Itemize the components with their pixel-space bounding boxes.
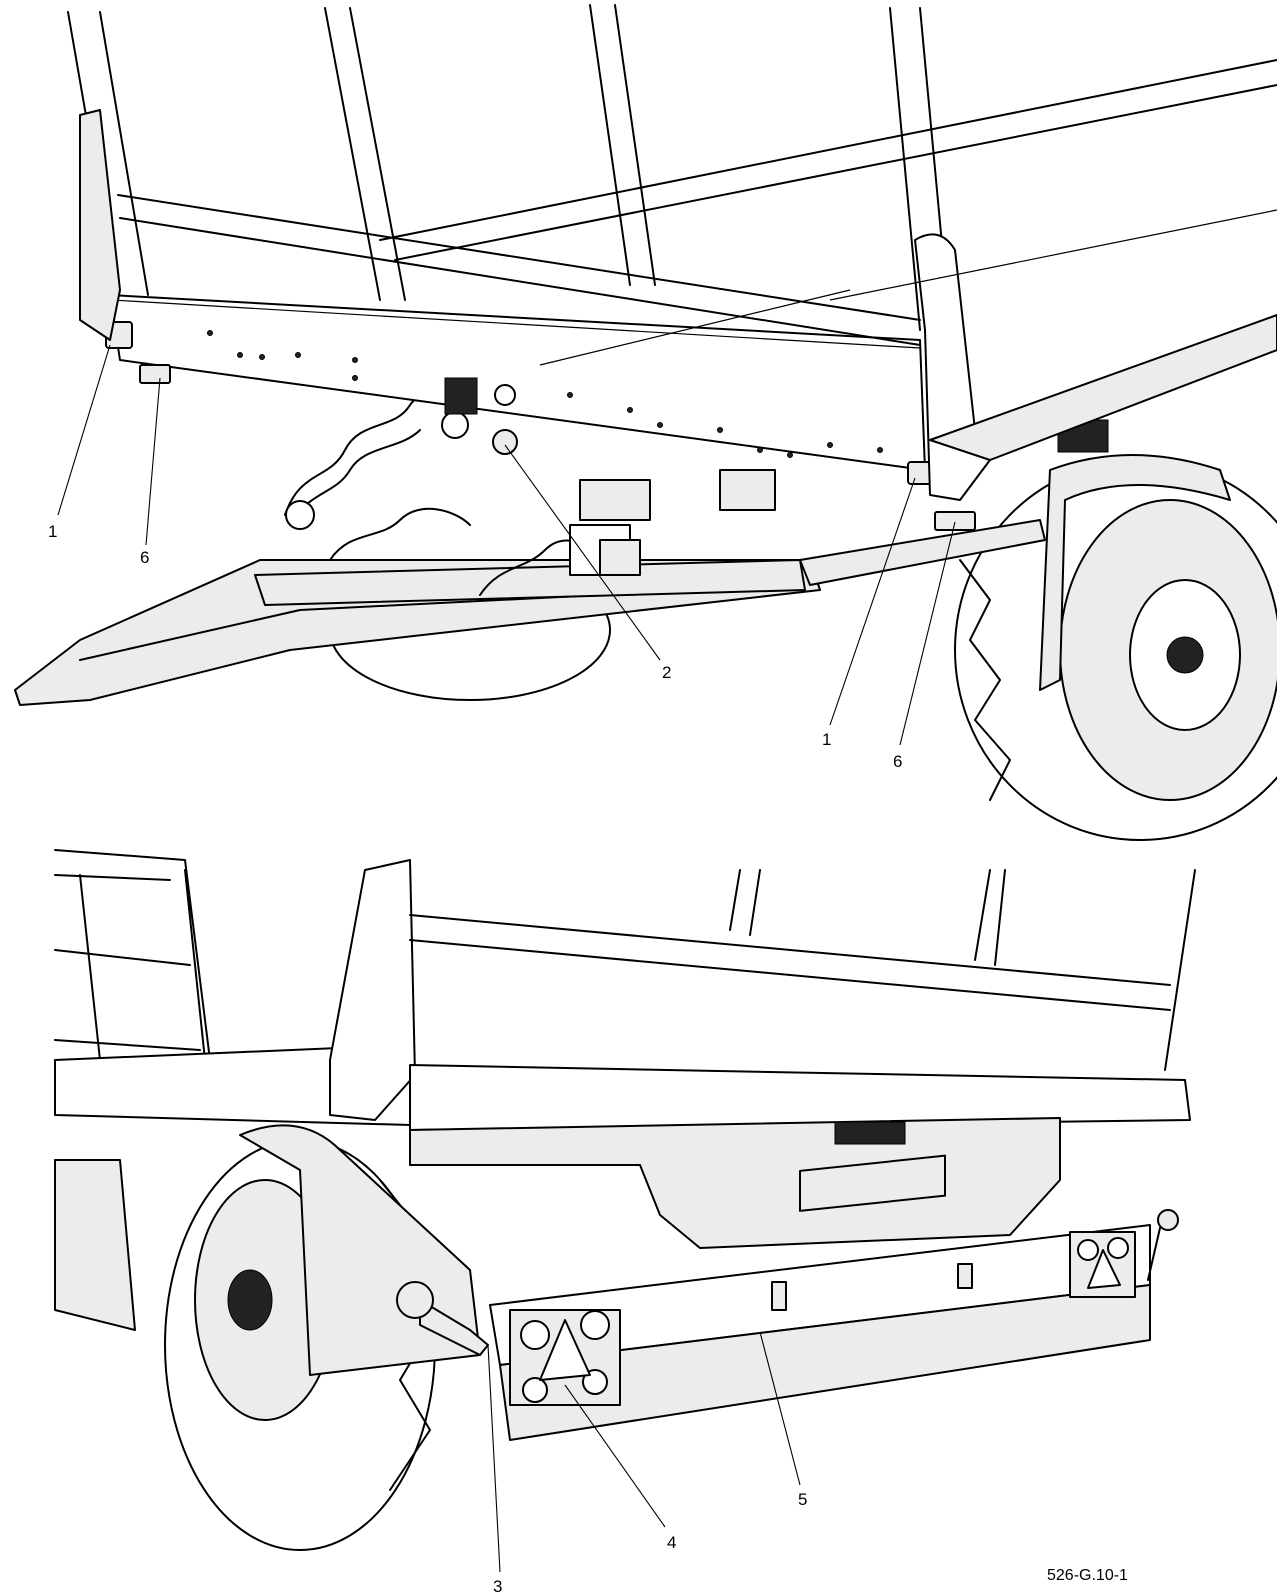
license-plate-area xyxy=(799,1154,946,1212)
callout-5-lighting-bar: 5 xyxy=(798,1490,807,1509)
side-reflector-right xyxy=(934,511,976,531)
frame-holes xyxy=(207,330,883,458)
callout-6-front-left: 6 xyxy=(140,548,149,567)
callout-1-front-left: 1 xyxy=(48,522,57,541)
rear-lamp-right xyxy=(1069,1231,1136,1298)
brake-valves xyxy=(569,469,776,576)
rear-crossmember xyxy=(409,1064,1191,1131)
callout-6-front-right: 6 xyxy=(893,752,902,771)
drawbar xyxy=(14,559,821,706)
callout-4-rear-lamp: 4 xyxy=(667,1533,676,1552)
electrical-socket xyxy=(492,429,518,455)
bottom-leaders xyxy=(487,1331,801,1573)
top-leaders xyxy=(57,344,956,746)
side-reflector-left xyxy=(139,364,171,384)
callout-2-socket: 2 xyxy=(662,663,671,682)
rear-outline-lamp xyxy=(396,1281,489,1356)
figure-reference: 526-G.10-1 xyxy=(1047,1567,1128,1584)
callout-3-rear: 3 xyxy=(493,1577,502,1595)
warning-sticker xyxy=(444,377,478,415)
rear-sticker xyxy=(834,1121,906,1145)
rear-ladder xyxy=(54,849,211,1061)
rear-lamp-left xyxy=(509,1309,621,1406)
rear-plate xyxy=(409,1117,1061,1249)
front-ladder xyxy=(67,4,951,331)
top-wheel xyxy=(954,459,1277,841)
top-mudguard xyxy=(1039,454,1231,691)
bottom-view-trailer-rear xyxy=(54,849,1196,1551)
callout-1-front-right: 1 xyxy=(822,730,831,749)
top-view-trailer-front xyxy=(14,4,1277,841)
